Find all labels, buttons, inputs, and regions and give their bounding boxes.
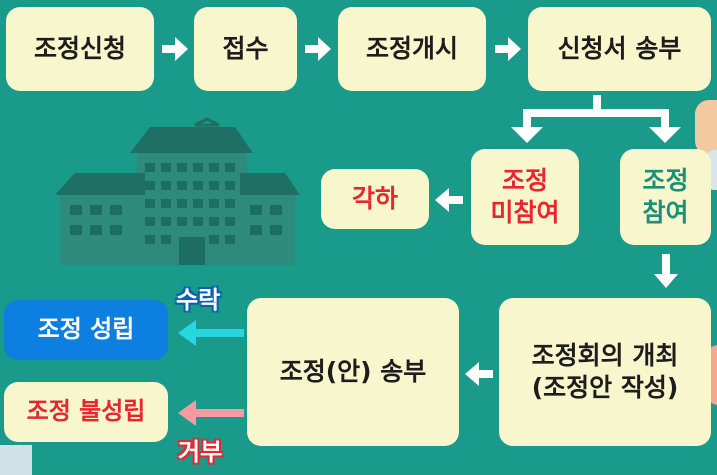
step-start-box: 조정개시 xyxy=(338,7,486,91)
figure-lower-left-decoration xyxy=(0,445,32,475)
no-participation-line2: 미참여 xyxy=(490,198,560,227)
participation-box: 조정 참여 xyxy=(620,149,711,245)
meeting-box: 조정회의 개최 (조정안 작성) xyxy=(499,298,711,446)
arrow-right-icon xyxy=(495,37,521,61)
arrow-left-icon xyxy=(435,188,463,212)
reject-arrow-icon xyxy=(178,400,244,426)
step-start-label: 조정개시 xyxy=(365,33,458,63)
arrow-right-icon xyxy=(305,37,331,61)
success-label: 조정 성립 xyxy=(37,315,135,344)
participation-line2: 참여 xyxy=(642,198,689,227)
proposal-box: 조정(안) 송부 xyxy=(247,298,459,446)
meeting-line2: (조정안 작성) xyxy=(531,373,679,402)
figure-arm-decoration xyxy=(708,345,717,405)
reject-label: 거부 xyxy=(178,438,223,466)
no-participation-line1: 조정 xyxy=(501,165,548,195)
step-apply-box: 조정신청 xyxy=(6,7,154,91)
accept-label: 수락 xyxy=(176,286,221,314)
arrow-down-icon xyxy=(654,254,678,288)
arrow-right-icon xyxy=(162,37,188,61)
dismissal-label: 각하 xyxy=(351,183,398,213)
failure-label: 조정 불성립 xyxy=(26,397,146,426)
step-send-box: 신청서 송부 xyxy=(528,7,711,91)
failure-box: 조정 불성립 xyxy=(4,382,168,442)
step-receipt-label: 접수 xyxy=(222,33,269,63)
step-send-label: 신청서 송부 xyxy=(557,33,682,63)
figure-hand-decoration xyxy=(695,100,717,155)
no-participation-box: 조정 미참여 xyxy=(471,149,579,245)
accept-arrow-icon xyxy=(178,320,244,346)
figure-shoulder-decoration xyxy=(706,150,717,190)
step-apply-label: 조정신청 xyxy=(33,33,126,63)
step-receipt-box: 접수 xyxy=(194,7,297,91)
dismissal-box: 각하 xyxy=(321,169,429,229)
participation-line1: 조정 xyxy=(642,165,689,195)
proposal-label: 조정(안) 송부 xyxy=(279,356,427,386)
arrow-left-icon xyxy=(465,362,493,386)
meeting-line1: 조정회의 개최 xyxy=(531,340,679,370)
branch-connector-icon xyxy=(511,95,681,143)
building-illustration xyxy=(55,117,300,265)
success-box: 조정 성립 xyxy=(4,300,168,360)
